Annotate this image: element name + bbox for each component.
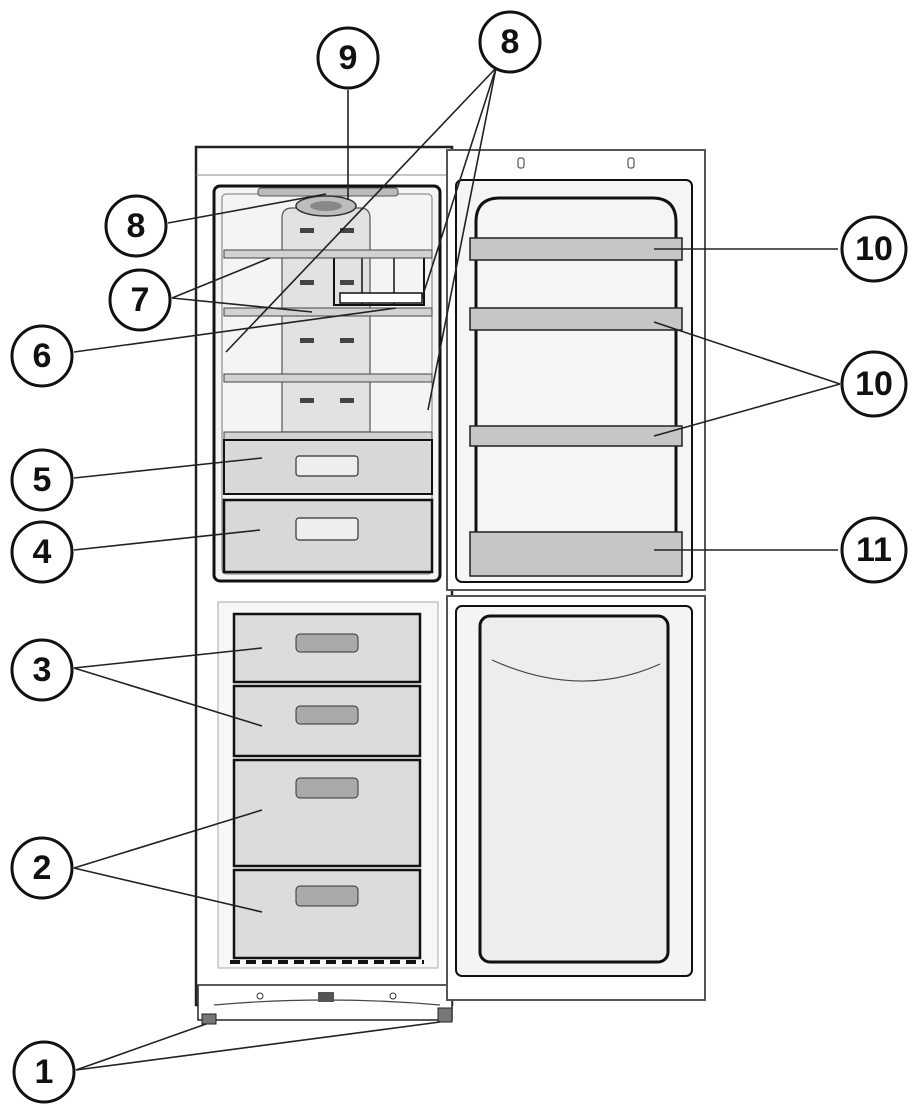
- leader-lines: [73, 67, 841, 1071]
- callout-10-top-label: 10: [855, 230, 893, 268]
- freezer-drawer-1: [232, 612, 422, 684]
- callout-4: 4: [10, 520, 74, 584]
- freezer-drawer-3: [232, 758, 422, 868]
- callout-6: 6: [10, 324, 74, 388]
- callout-10-lower: 10: [840, 350, 908, 418]
- callout-6-label: 6: [33, 337, 52, 375]
- callout-9: 9: [316, 26, 380, 90]
- freezer-compartment: [217, 601, 439, 969]
- callout-1: 1: [12, 1040, 76, 1104]
- fridge-shelves: [223, 249, 433, 441]
- callout-9-label: 9: [339, 39, 358, 77]
- callout-3-label: 3: [33, 651, 52, 689]
- callout-8-top: 8: [478, 10, 542, 74]
- door-shelves: [469, 237, 683, 577]
- callout-5-label: 5: [33, 461, 52, 499]
- callout-2: 2: [10, 836, 74, 900]
- callout-8-left: 8: [104, 194, 168, 258]
- callout-2-label: 2: [33, 849, 52, 887]
- cabinet-base: [197, 984, 453, 1025]
- callout-7-label: 7: [131, 281, 150, 319]
- callout-5: 5: [10, 448, 74, 512]
- callout-8-top-label: 8: [501, 23, 520, 61]
- light-fan-unit: [257, 187, 399, 217]
- rear-air-channel: [281, 207, 371, 433]
- fridge-compartment: [212, 184, 442, 583]
- freezer-door: [446, 595, 706, 1001]
- callout-1-label: 1: [35, 1053, 54, 1091]
- callout-4-label: 4: [33, 533, 52, 571]
- callout-11: 11: [840, 516, 908, 584]
- callout-10-top: 10: [840, 215, 908, 283]
- callout-10-lower-label: 10: [855, 365, 893, 403]
- callout-11-label: 11: [856, 531, 892, 569]
- callout-3: 3: [10, 638, 74, 702]
- callout-7: 7: [108, 268, 172, 332]
- crisper-drawer-lower: [222, 498, 434, 574]
- callout-8-left-label: 8: [127, 207, 146, 245]
- freezer-drawer-4: [232, 868, 422, 960]
- fridge-door: [446, 149, 706, 591]
- crisper-drawer-upper: [223, 439, 433, 495]
- freezer-drawer-2: [232, 684, 422, 758]
